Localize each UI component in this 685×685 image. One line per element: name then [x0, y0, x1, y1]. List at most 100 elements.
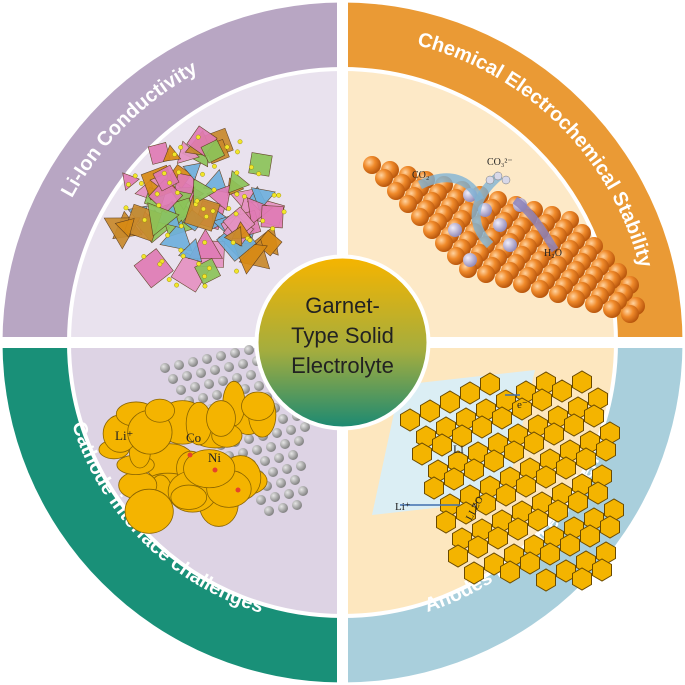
slab-atom: [531, 280, 549, 298]
crystal-atom: [227, 206, 231, 210]
crystal-atom: [242, 194, 246, 198]
lattice-atom: [290, 475, 300, 485]
lattice-atom: [244, 345, 254, 355]
crystal-atom: [175, 190, 179, 194]
crystal-polyhedron: [261, 205, 283, 228]
crystal-atom: [196, 262, 200, 266]
llzo-hexagon: [489, 527, 508, 549]
crystal-atom: [212, 164, 216, 168]
crystal-atom: [235, 150, 239, 154]
crystal-atom: [225, 145, 229, 149]
cathode-particle: [145, 399, 174, 422]
crystal-atom: [142, 254, 146, 258]
li-plus-anode-label: Li⁺: [395, 501, 411, 513]
crystal-atom: [272, 193, 276, 197]
lattice-atom: [168, 374, 178, 384]
lattice-atom: [216, 351, 226, 361]
lattice-atom: [278, 414, 288, 424]
crystal-atom: [133, 174, 137, 178]
crystal-atom: [201, 207, 205, 211]
lattice-atom: [260, 456, 270, 466]
crystal-atom: [157, 203, 161, 207]
crystal-atom: [234, 212, 238, 216]
lattice-atom: [246, 370, 256, 380]
lattice-atom: [182, 371, 192, 381]
llzo-hexagon: [497, 484, 516, 506]
llzo-hexagon: [425, 477, 444, 499]
crystal-atom: [177, 170, 181, 174]
crystal-atom: [126, 182, 130, 186]
llzo-hexagon: [509, 518, 528, 540]
lithium-atom: [448, 223, 462, 237]
llzo-hexagon: [529, 509, 548, 531]
llzo-hexagon: [445, 468, 464, 490]
slab-atom: [495, 270, 513, 288]
lattice-atom: [272, 428, 282, 438]
crystal-atom: [155, 192, 159, 196]
slab-atom: [513, 275, 531, 293]
crystal-atom: [203, 284, 207, 288]
lattice-atom: [276, 478, 286, 488]
llzo-hexagon: [581, 525, 600, 547]
crystal-atom: [142, 218, 146, 222]
co3-label: CO₃²⁻: [487, 157, 513, 168]
carbonate-atom: [486, 176, 494, 184]
lattice-atom: [256, 495, 266, 505]
llzo-hexagon: [413, 443, 432, 465]
llzo-hexagon: [573, 568, 592, 590]
lattice-atom: [204, 379, 214, 389]
llzo-hexagon: [461, 382, 480, 404]
llzo-hexagon: [541, 543, 560, 565]
llzo-hexagon: [437, 511, 456, 533]
slab-atom: [621, 305, 639, 323]
crystal-atom: [202, 274, 206, 278]
llzo-hexagon: [441, 391, 460, 413]
crystal-atom: [248, 238, 252, 242]
electron-label: e⁻: [517, 399, 528, 411]
llzo-hexagon: [585, 405, 604, 427]
llzo-hexagon: [465, 459, 484, 481]
crystal-atom: [207, 266, 211, 270]
llzo-hexagon: [485, 450, 504, 472]
lattice-atom: [284, 489, 294, 499]
lattice-atom: [274, 453, 284, 463]
lattice-atom: [202, 354, 212, 364]
llzo-hexagon: [421, 400, 440, 422]
crystal-atom: [162, 171, 166, 175]
crystal-atom: [167, 181, 171, 185]
crystal-atom: [181, 254, 185, 258]
lattice-atom: [198, 393, 208, 403]
crystal-atom: [172, 152, 176, 156]
cathode-particle: [171, 485, 207, 509]
llzo-hexagon: [481, 373, 500, 395]
lattice-atom: [176, 385, 186, 395]
slab-atom: [603, 300, 621, 318]
llzo-hexagon: [433, 434, 452, 456]
crystal-atom: [196, 135, 200, 139]
llzo-hexagon: [469, 536, 488, 558]
ion-dot: [188, 453, 193, 458]
lattice-atom: [270, 492, 280, 502]
lattice-atom: [244, 434, 254, 444]
crystal-atom: [234, 269, 238, 273]
lattice-atom: [218, 376, 228, 386]
llzo-hexagon: [549, 500, 568, 522]
crystal-atom: [179, 224, 183, 228]
slab-atom: [585, 295, 603, 313]
crystal-atom: [261, 219, 265, 223]
llzo-hexagon: [577, 448, 596, 470]
lattice-atom: [160, 363, 170, 373]
crystal-atom: [200, 172, 204, 176]
lattice-atom: [230, 348, 240, 358]
lattice-atom: [278, 503, 288, 513]
llzo-hexagon: [501, 561, 520, 583]
llzo-hexagon: [533, 389, 552, 411]
llzo-hexagon: [565, 414, 584, 436]
crystal-atom: [249, 165, 253, 169]
center-title-line-3: Electrolyte: [291, 353, 394, 378]
lattice-atom: [294, 436, 304, 446]
slab-atom: [477, 265, 495, 283]
crystal-atom: [270, 226, 274, 230]
lattice-atom: [268, 467, 278, 477]
